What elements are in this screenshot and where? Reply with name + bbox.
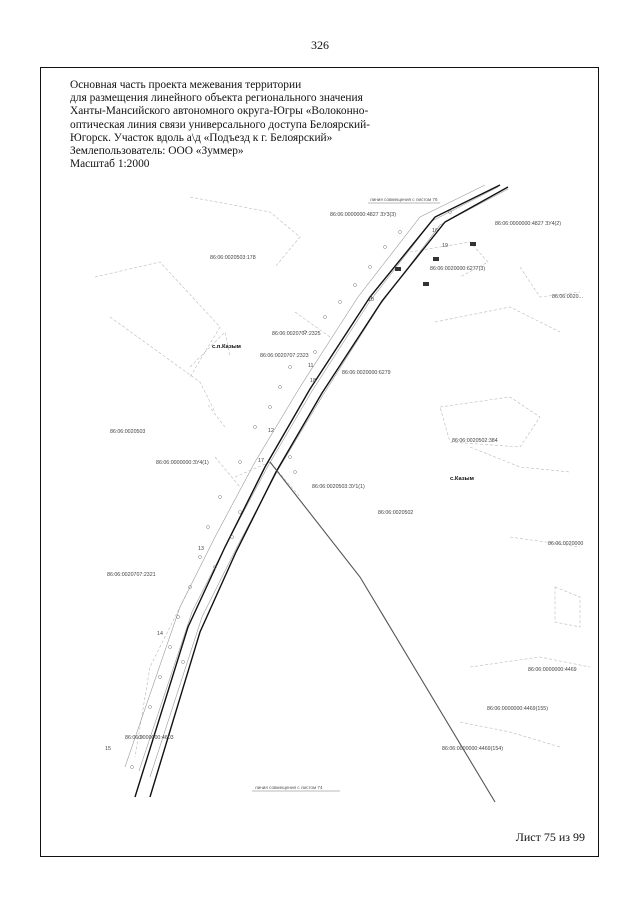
parcel-label: 86:06:0000000:4827 ЗУ4(2) xyxy=(495,221,561,227)
point-label: 13 xyxy=(198,546,204,552)
cadastral-map: 1 10 11 12 13 14 15 16 17 18 19 линия со… xyxy=(94,184,591,803)
title-line: Югорск. Участок вдоль а\д «Подъезд к г. … xyxy=(70,131,333,144)
parcel-label: 86:06:0020503:178 xyxy=(210,255,256,261)
parcel-label: 86:06:0000000:4827 ЗУ3(3) xyxy=(330,212,396,218)
point-label: 10 xyxy=(368,297,374,303)
branch-line xyxy=(269,461,496,803)
point-label: 17 xyxy=(258,458,264,464)
parcel-label: 86:06:0020502:384 xyxy=(452,438,498,444)
point-label: 1 xyxy=(370,295,373,301)
sheet-frame xyxy=(40,67,599,857)
scale-line: Масштаб 1:2000 xyxy=(70,158,150,171)
parcel-label: 86:06:0000000:4469(155) xyxy=(487,706,548,712)
sheet-label: Лист 75 из 99 xyxy=(515,830,585,844)
parcel-label: 86:06:0020707:2325 xyxy=(272,331,321,337)
parcel-label: 86:06:0020... xyxy=(552,294,583,300)
page-number: 326 xyxy=(311,38,329,52)
link-label-top: линия совмещения с листом 76 xyxy=(370,197,438,202)
parcel-label: 86:06:0020503:ЗУ1(1) xyxy=(312,484,365,490)
parcel-label: 86:06:0000000:ЗУ4(1) xyxy=(156,460,209,466)
title-block: Основная часть проекта межевания террито… xyxy=(70,79,390,171)
parcel-label: 86:06:0000000:4603 xyxy=(125,735,174,741)
parcel-label: 86:06:0020503 xyxy=(110,429,145,435)
cable-route xyxy=(134,184,509,798)
equipment-markers xyxy=(395,242,476,286)
parcel-label: 86:06:0000000:4469 xyxy=(528,667,577,673)
map-labels: линия совмещения с листом 76 86:06:00000… xyxy=(107,197,583,792)
parcel-label: 86:06:0020000 xyxy=(548,541,583,547)
title-line: для размещения линейного объекта региона… xyxy=(70,92,363,105)
point-number-labels: 1 10 11 12 13 14 15 16 17 18 19 xyxy=(105,228,448,752)
point-label: 18 xyxy=(310,378,316,384)
parcel-boundaries xyxy=(94,196,591,758)
point-label: 15 xyxy=(105,746,111,752)
link-label-bottom: линия совмещения с листом 74 xyxy=(255,785,323,790)
point-label: 19 xyxy=(442,243,448,249)
parcel-label: 86:06:0020000:6277(3) xyxy=(430,266,485,272)
title-line: оптическая линия связи универсального до… xyxy=(70,118,371,131)
land-user-line: Землепользователь: ООО «Зуммер» xyxy=(70,145,244,158)
parcel-label: 86:06:0000000:4469(154) xyxy=(442,746,503,752)
point-label: 16 xyxy=(432,228,438,234)
settlement-label: с.п.Казым xyxy=(212,344,241,350)
settlement-label: с.Казым xyxy=(450,476,474,482)
parcel-label: 86:06:0020000:6279 xyxy=(342,370,391,376)
parcel-label: 86:06:0020502 xyxy=(378,510,413,516)
point-label: 12 xyxy=(268,428,274,434)
survey-points xyxy=(130,210,452,769)
title-line: Основная часть проекта межевания террито… xyxy=(70,79,302,91)
point-label: 11 xyxy=(308,363,314,369)
parcel-label: 86:06:0020707:2323 xyxy=(260,353,309,359)
parcel-label: 86:06:0020707:2321 xyxy=(107,572,156,578)
point-label: 14 xyxy=(157,631,163,637)
title-line: Ханты-Мансийского автономного округа-Югр… xyxy=(70,105,369,118)
